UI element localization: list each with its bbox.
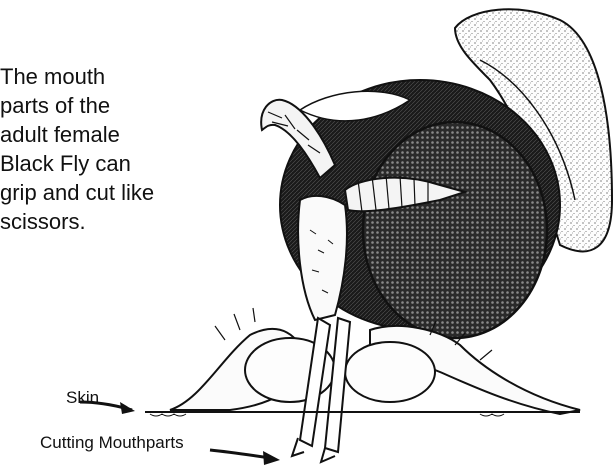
compound-eye-shape — [363, 122, 547, 338]
palp-shape — [298, 196, 347, 320]
skin-label: Skin — [66, 388, 99, 408]
cutting-mouthparts-label: Cutting Mouthparts — [40, 433, 184, 453]
cutting-mouthparts-arrow — [210, 450, 280, 465]
